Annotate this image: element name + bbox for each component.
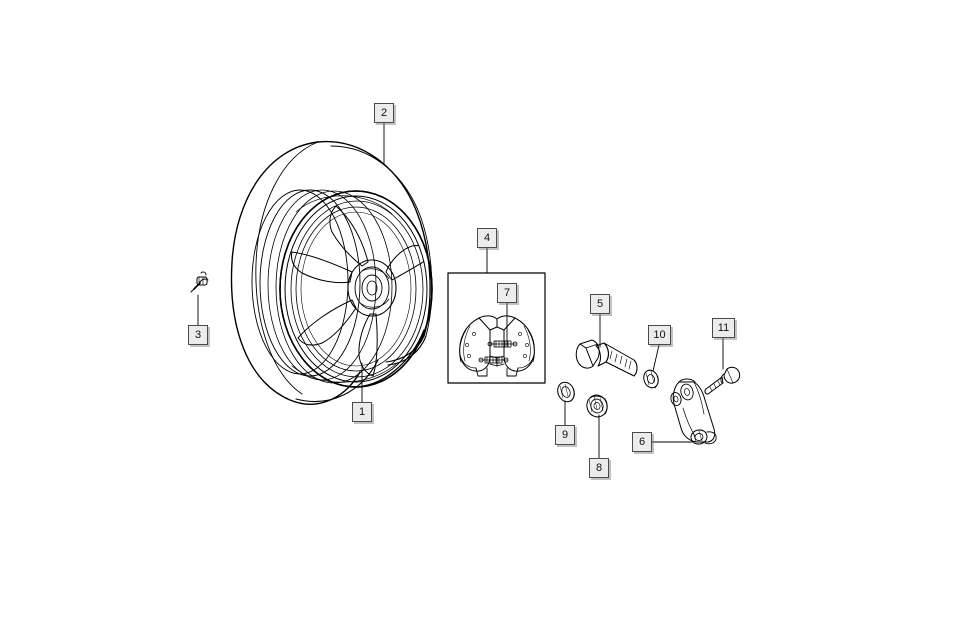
flat-washer-artwork	[557, 381, 575, 403]
callout-10[interactable]: 10	[648, 325, 671, 345]
brake-torque-arm-artwork	[670, 378, 717, 445]
hex-bolt-artwork	[704, 366, 741, 395]
callout-2[interactable]: 2	[374, 103, 394, 123]
axle-nut-artwork	[586, 394, 608, 418]
callout-7[interactable]: 7	[497, 283, 517, 303]
wheel-axle-artwork	[575, 339, 638, 377]
callout-6[interactable]: 6	[632, 432, 652, 452]
brake-shoe-set-frame-artwork	[447, 272, 546, 384]
callout-11[interactable]: 11	[712, 318, 735, 338]
leader-10	[652, 344, 660, 372]
brake-shoes-artwork	[459, 315, 535, 377]
callout-3[interactable]: 3	[188, 325, 208, 345]
brake-return-spring-upper	[487, 340, 518, 348]
leader-lines	[197, 122, 724, 459]
callout-5[interactable]: 5	[590, 294, 610, 314]
tire-artwork	[230, 140, 433, 405]
callout-8[interactable]: 8	[589, 458, 609, 478]
lock-washer-artwork	[643, 369, 659, 389]
callout-4[interactable]: 4	[477, 228, 497, 248]
wheel-rim-artwork	[251, 189, 433, 388]
brake-return-spring-lower	[478, 356, 509, 364]
callout-9[interactable]: 9	[555, 425, 575, 445]
callout-1[interactable]: 1	[352, 402, 372, 422]
valve-stem-artwork	[190, 271, 209, 293]
